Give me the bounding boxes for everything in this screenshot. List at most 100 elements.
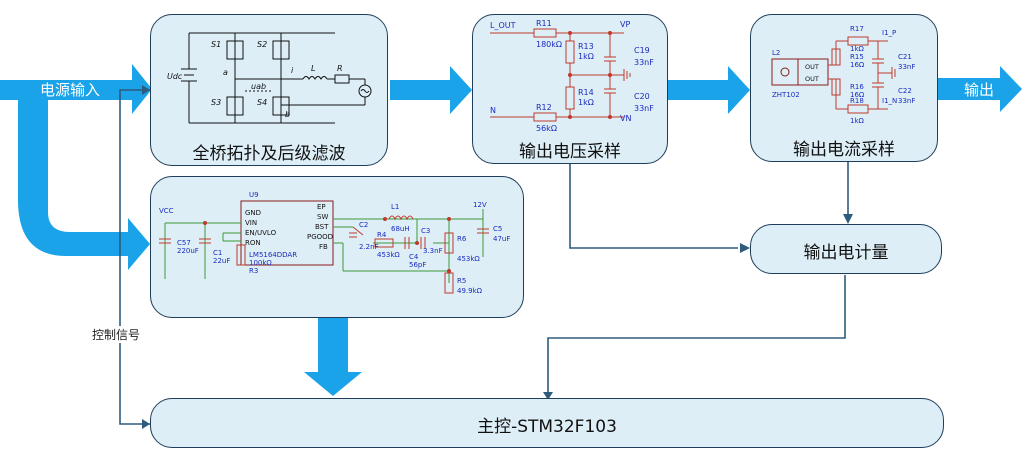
voltage-sampling-title: 输出电压采样 (519, 142, 621, 162)
svg-text:33nF: 33nF (898, 63, 915, 71)
svg-text:R16: R16 (850, 83, 864, 91)
svg-text:uab: uab (251, 82, 266, 91)
power-branch-arrow (18, 100, 150, 270)
svg-text:S2: S2 (257, 40, 267, 49)
svg-text:Udc: Udc (167, 72, 183, 81)
buck-schematic: GND VIN EN/UVLO RON EP SW BST PGOOD FB U… (159, 191, 510, 295)
buck-to-mcu-arrow (304, 318, 362, 396)
svg-text:I1_P: I1_P (882, 29, 896, 37)
svg-text:L2: L2 (772, 49, 780, 57)
svg-text:56pF: 56pF (409, 261, 426, 269)
svg-text:VP: VP (620, 20, 630, 29)
svg-text:L_OUT: L_OUT (490, 21, 516, 30)
svg-text:47uF: 47uF (493, 235, 510, 243)
svg-text:22uF: 22uF (213, 257, 230, 265)
power-input-label: 电源输入 (40, 81, 101, 99)
svg-text:R6: R6 (457, 235, 467, 243)
svg-text:1kΩ: 1kΩ (850, 45, 865, 53)
svg-text:180kΩ: 180kΩ (536, 40, 562, 49)
svg-text:S1: S1 (211, 40, 221, 49)
svg-text:LM5164DDAR: LM5164DDAR (249, 251, 297, 259)
svg-text:C19: C19 (634, 46, 650, 55)
svg-text:OUT: OUT (805, 75, 819, 83)
svg-text:3.3nF: 3.3nF (423, 247, 443, 255)
svg-text:BST: BST (315, 223, 329, 231)
bridge-block[interactable]: S1 S2 S3 S4 Udc a b uab i L R 全桥拓扑及后级滤波 (150, 14, 388, 166)
svg-text:R18: R18 (850, 97, 864, 105)
metering-title: 输出电计量 (803, 243, 889, 263)
svg-text:12V: 12V (473, 201, 487, 209)
svg-text:R4: R4 (377, 231, 387, 239)
svg-text:16Ω: 16Ω (850, 91, 865, 99)
metering-block[interactable]: 输出电计量 (750, 224, 942, 274)
voltage-sampling-block[interactable]: L_OUT N VP VN R11 180kΩ R13 1kΩ C19 33nF… (472, 14, 668, 164)
svg-text:1kΩ: 1kΩ (578, 98, 594, 107)
svg-text:C2: C2 (359, 221, 368, 229)
svg-text:R11: R11 (536, 19, 552, 28)
current-sampling-title: 输出电流采样 (793, 140, 895, 160)
svg-text:R: R (337, 64, 343, 73)
svg-text:100kΩ: 100kΩ (249, 259, 272, 267)
svg-text:FB: FB (319, 243, 328, 251)
svg-text:i: i (291, 66, 294, 75)
bridge-to-voltage-arrow (390, 66, 472, 114)
svg-text:2.2nF: 2.2nF (359, 243, 379, 251)
svg-text:R17: R17 (850, 25, 864, 33)
svg-text:C3: C3 (421, 227, 430, 235)
svg-text:VN: VN (620, 114, 631, 123)
svg-text:C57: C57 (177, 239, 191, 247)
svg-text:33nF: 33nF (634, 58, 654, 67)
svg-text:1kΩ: 1kΩ (578, 52, 594, 61)
svg-text:S3: S3 (211, 98, 221, 107)
mcu-title: 主控-STM32F103 (477, 417, 617, 437)
bridge-schematic: S1 S2 S3 S4 Udc a b uab i L R (167, 32, 372, 124)
svg-text:PGOOD: PGOOD (307, 233, 333, 241)
svg-text:C22: C22 (898, 87, 912, 95)
output-label: 输出 (964, 81, 995, 99)
svg-text:ZHT102: ZHT102 (772, 91, 800, 99)
svg-text:R15: R15 (850, 53, 864, 61)
output-arrow (938, 66, 1022, 112)
svg-text:1kΩ: 1kΩ (850, 117, 865, 125)
svg-text:R5: R5 (457, 277, 466, 285)
svg-text:L: L (311, 64, 315, 73)
svg-text:33nF: 33nF (634, 104, 654, 113)
svg-text:RON: RON (245, 239, 261, 247)
svg-text:453kΩ: 453kΩ (457, 255, 480, 263)
svg-text:C20: C20 (634, 92, 650, 101)
svg-text:R3: R3 (249, 267, 258, 275)
svg-text:L1: L1 (391, 203, 399, 211)
svg-text:R13: R13 (578, 42, 594, 51)
bridge-title: 全桥拓扑及后级滤波 (192, 144, 346, 164)
control-signal-label: 控制信号 (92, 326, 141, 343)
svg-text:N: N (490, 106, 496, 115)
svg-text:I1_N: I1_N (882, 97, 897, 105)
voltage-schematic: L_OUT N VP VN R11 180kΩ R13 1kΩ C19 33nF… (490, 19, 654, 133)
svg-text:U9: U9 (249, 191, 259, 199)
voltage-to-current-arrow (668, 66, 750, 114)
svg-text:R14: R14 (578, 88, 594, 97)
current-sampling-block[interactable]: OUT OUT L2 ZHT102 R17 1kΩ R15 16Ω I1_P C… (750, 14, 938, 162)
svg-text:VIN: VIN (245, 219, 257, 227)
mcu-block[interactable]: 主控-STM32F103 (150, 398, 944, 448)
svg-text:a: a (223, 68, 228, 77)
power-input-arrow (0, 64, 152, 114)
svg-text:68uH: 68uH (391, 225, 410, 233)
svg-text:33nF: 33nF (898, 97, 915, 105)
svg-text:SW: SW (317, 213, 328, 221)
svg-text:GND: GND (245, 209, 261, 217)
svg-text:EN/UVLO: EN/UVLO (245, 229, 277, 237)
current-schematic: OUT OUT L2 ZHT102 R17 1kΩ R15 16Ω I1_P C… (771, 25, 915, 125)
svg-text:C21: C21 (898, 53, 912, 61)
svg-text:16Ω: 16Ω (850, 61, 865, 69)
buck-block[interactable]: GND VIN EN/UVLO RON EP SW BST PGOOD FB U… (150, 176, 524, 318)
svg-text:C5: C5 (493, 225, 502, 233)
svg-text:C1: C1 (213, 249, 222, 257)
svg-text:49.9kΩ: 49.9kΩ (457, 287, 483, 295)
svg-text:C4: C4 (409, 253, 419, 261)
svg-text:R12: R12 (536, 103, 552, 112)
svg-text:VCC: VCC (159, 207, 174, 215)
svg-text:56kΩ: 56kΩ (536, 124, 557, 133)
